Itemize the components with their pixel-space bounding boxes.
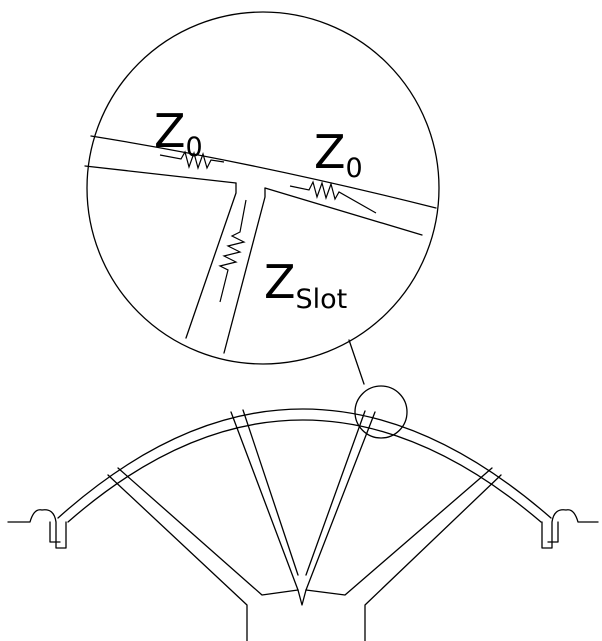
label-z0-left-sub: 0 xyxy=(186,132,203,163)
resistor-z0-left xyxy=(159,150,225,171)
slot-line-left-edge xyxy=(185,182,237,339)
antenna-structure xyxy=(7,408,599,641)
label-z0-right-sub: 0 xyxy=(346,153,363,184)
magnifier-circle xyxy=(86,11,440,365)
label-z0-right-main: Z xyxy=(314,125,346,179)
focus-circle xyxy=(354,385,408,439)
resistor-z-slot xyxy=(218,199,247,303)
left-radial-slot xyxy=(230,409,299,591)
label-z-slot-main: Z xyxy=(264,255,296,309)
resistor-z0-right xyxy=(289,180,377,214)
label-z-slot: ZSlot xyxy=(264,255,347,315)
leader-line xyxy=(348,339,365,385)
left-ground-hook xyxy=(7,509,67,549)
center-stem xyxy=(297,589,307,606)
feed-line-bottom-edge xyxy=(84,165,423,236)
slot-line-right-edge xyxy=(223,187,266,354)
feed-line-top-edge xyxy=(90,135,437,209)
left-ground-hook-inner xyxy=(49,521,61,543)
right-radial-slot xyxy=(305,410,376,591)
magnified-detail: Z0 Z0 ZSlot xyxy=(84,11,440,365)
label-z0-left: Z0 xyxy=(154,104,203,163)
left-diagonal-slot xyxy=(107,467,299,641)
right-diagonal-slot xyxy=(305,467,502,641)
outer-arc xyxy=(57,408,552,519)
right-ground-hook xyxy=(541,509,599,549)
inner-arc xyxy=(67,419,542,523)
right-ground-hook-inner xyxy=(547,521,559,543)
label-z0-left-main: Z xyxy=(154,104,186,158)
label-z-slot-sub: Slot xyxy=(296,284,348,315)
label-z0-right: Z0 xyxy=(314,125,363,184)
